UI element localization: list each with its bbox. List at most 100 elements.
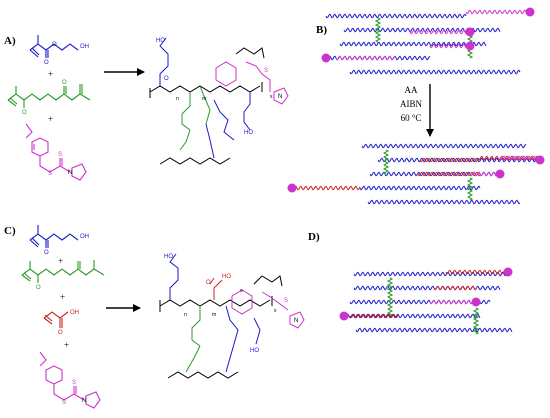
raft-c-s-2: S [72, 380, 76, 386]
plus-sign: + [60, 292, 65, 302]
polymer-chain [361, 143, 527, 149]
crosslink [382, 149, 390, 175]
crosslink [466, 177, 474, 201]
raft-segment [419, 157, 479, 163]
hema-c-hydroxyl: OH [80, 234, 89, 240]
plus-sign: + [48, 69, 53, 79]
raft-end-group [495, 169, 505, 179]
product-a-n: N [278, 94, 282, 100]
condition-initiator: AIBN [400, 99, 422, 109]
product-a-copolymer [149, 37, 289, 165]
raft-c-s-1: S [62, 400, 66, 406]
subscript-x: x [270, 94, 273, 100]
raft-end-group [503, 267, 513, 277]
polymer-chain [359, 185, 481, 191]
product-c-acid-ho: HO [222, 274, 231, 280]
raft-segment [335, 55, 396, 61]
product-c-acid-o: O [206, 280, 211, 286]
raft-end-group [471, 297, 481, 307]
plus-sign: + [58, 256, 63, 266]
subscript-c-o: o [240, 288, 243, 294]
polymer-chain [325, 13, 467, 19]
hema-c-o: O [44, 250, 49, 256]
aa-o: O [58, 330, 63, 336]
subscript-c-x: x [274, 308, 277, 314]
condition-monomer: AA [405, 85, 418, 95]
subscript-c-n: n [184, 312, 187, 318]
egdma-crosslinker [7, 84, 91, 108]
plus-sign: + [64, 340, 69, 350]
raft-end-group [339, 311, 349, 321]
polymer-chain [355, 327, 513, 333]
egdma-crosslinker-c [21, 260, 105, 283]
product-c-s: S [284, 298, 288, 304]
hema-monomer [29, 35, 79, 58]
raft-end-group [525, 7, 535, 17]
panel-label-d: D) [308, 231, 320, 243]
raft-segment [445, 269, 509, 275]
polymer-chain [353, 285, 501, 291]
polymer-network-final [339, 267, 513, 335]
polymer-chain [353, 271, 509, 277]
crosslink [386, 277, 394, 317]
product-a-ho-2: HO [244, 130, 253, 136]
egdma-c-o: O [36, 285, 41, 291]
polymer-chain [377, 157, 541, 163]
crosslink [472, 307, 480, 335]
hema-monomer-c [29, 225, 79, 248]
product-c-ho: HO [164, 254, 173, 260]
raft-segment [429, 43, 471, 49]
raft-segment [499, 155, 541, 161]
polymer-chain [367, 199, 521, 205]
panel-label-c: C) [4, 225, 16, 237]
subscript-m: m [202, 96, 206, 102]
egdma-o-1: O [22, 110, 27, 116]
polymer-chain [343, 27, 501, 33]
raft-end-group [465, 27, 475, 37]
polymer-network-before [321, 7, 535, 75]
raft-end-group [535, 155, 545, 165]
raft-segment [433, 285, 477, 291]
raft-end-group [465, 41, 475, 51]
raft-segment [417, 171, 481, 177]
polymer-network-after [287, 143, 545, 205]
raft-segment [349, 313, 399, 319]
product-c-n: N [294, 318, 298, 324]
hema-hydroxyl: OH [80, 44, 89, 50]
raft-s-2: S [58, 152, 62, 158]
raft-end-group [321, 53, 331, 63]
polymer-chain [339, 41, 487, 47]
product-c-copolymer [159, 253, 305, 379]
product-a-o: O [164, 76, 169, 82]
subscript-c-m: m [212, 312, 216, 318]
product-c-ho-2: HO [250, 348, 259, 354]
panel-label-b: B) [316, 24, 327, 36]
raft-styrene-monomer [25, 123, 87, 181]
product-a-ho: HO [156, 38, 165, 44]
raft-segment [409, 29, 471, 35]
raft-segment [291, 185, 361, 191]
polymer-chain [343, 313, 481, 319]
plus-sign: + [48, 114, 53, 124]
raft-segment [477, 155, 541, 161]
subscript-n: n [176, 96, 179, 102]
hema-carbonyl-o: O [44, 60, 49, 66]
raft-s-1: S [48, 171, 52, 177]
condition-temperature: 60 °C [401, 113, 422, 123]
raft-end-group [287, 183, 297, 193]
raft-n: N [68, 170, 72, 176]
hema-ester-o: O [52, 42, 57, 48]
crosslink [374, 17, 382, 43]
raft-segment [469, 171, 501, 177]
aa-oh: OH [70, 310, 79, 316]
raft-segment [429, 299, 475, 305]
raft-segment [465, 9, 531, 15]
polymer-chain [349, 69, 521, 75]
raft-styrene-monomer-c [39, 351, 101, 409]
acrylic-acid-monomer [43, 311, 69, 328]
egdma-o-2: O [62, 80, 67, 86]
product-a-s: S [264, 68, 268, 74]
panel-label-a: A) [4, 35, 16, 47]
raft-c-n: N [82, 398, 86, 404]
